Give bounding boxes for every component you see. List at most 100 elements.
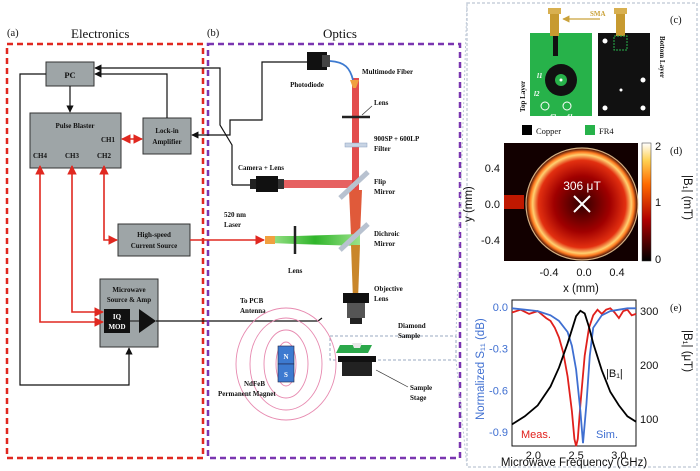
red-beam-camera [282,180,356,188]
electronics-frame [5,42,205,460]
magnet-s-label: S [284,371,288,379]
objective-label-1: Objective [374,285,403,293]
y-left-tick-3: -0.9 [489,427,508,439]
s11-plot-area [511,299,637,447]
pcb-label-1: To PCB [240,297,264,305]
iq-label-2: MOD [108,323,125,331]
pc-box [45,61,95,87]
series-line-1 [511,307,636,444]
panel-d-letter: (d) [670,146,683,157]
iq-mod-box [104,309,130,333]
flip-label-1: Flip [374,178,386,186]
photodiode-label: Photodiode [290,81,324,89]
panel-b-title: Optics [323,26,357,41]
sample-stage [338,356,376,362]
series-layer [511,307,637,447]
map-ytick-2: 0.0 [485,199,500,211]
chart-ylabel-right: |B₁| (μT) [681,330,693,372]
red-beam-lower [349,190,362,236]
objective-lens [343,293,369,324]
map-ytick-1: 0.4 [485,163,500,175]
y-left-tick-1: -0.3 [489,344,508,356]
filter [344,142,368,148]
x-tick-2: 3.0 [611,450,626,462]
lockin-box [142,117,192,155]
panel-e-letter: (e) [670,303,682,314]
chart-ylabel-left: Normalized S₁₁ (dB) [475,318,487,420]
panel-electronics: (a) Electronics PC Pulse Blaster CH4 CH3… [5,26,323,460]
y-left-tick-0: 0.0 [493,302,508,314]
pcb-label-2: Antenna [240,307,266,315]
sma-label: SMA [590,10,606,18]
pulse-blaster-box [29,112,122,169]
marker-d2: d2 [549,113,557,121]
camera-label: Camera + Lens [238,164,284,172]
sim-annotation: Sim. [596,429,618,441]
green-beam [270,234,360,246]
magnet-n-label: N [283,353,288,361]
magnet-label-2: Permanent Magnet [218,390,276,398]
amplifier-triangle [139,309,156,333]
filter-label-2: Filter [374,145,391,153]
magnet-label-1: NdFeB [244,380,265,388]
diamond-label-2: Sample [398,332,420,340]
colorbar [641,142,652,262]
fiber-cable [329,60,354,81]
diamond-label-1: Diamond [398,322,426,330]
top-layer-label: Top Layer [519,81,527,112]
sample-zoom-box [329,335,457,361]
diamond-sample [336,345,372,353]
optics-frame [206,42,462,460]
lockin-label-1: Lock-in [155,127,178,135]
fiber-label: Multimode Fiber [362,68,413,76]
stage-label-1: Sample [410,384,432,392]
panel-optics: (b) Optics Photodiode Multimode Fiber Le… [94,26,462,460]
map-xtick-3: 0.4 [609,267,624,279]
panel-c-letter: (c) [670,15,682,26]
colorbar-tick-1: 1 [655,197,661,209]
map-ylabel: y (mm) [463,186,475,222]
colorbar-tick-0: 0 [655,254,661,266]
ch2-label: CH2 [97,152,112,160]
b1-annotation: |B₁| [606,368,623,380]
panel-a-letter: (a) [7,28,19,39]
meas-annotation: Meas. [521,429,551,441]
magnet-south [277,363,295,383]
y-right-tick-2: 100 [640,414,658,426]
legend-copper-swatch [522,125,532,135]
bottom-layer-board [598,33,650,116]
laser-label-2: Laser [224,221,241,229]
dichroic-mirror [338,222,370,252]
panel-pcb: (c) l1 l2 d2 d1 SMA Top Layer Bottom Lay… [519,8,682,136]
map-xtick-1: -0.4 [540,267,559,279]
panel-field-map: (d) 306 μT 2 1 0 |B₁| (mT) -0.4 0.0 0.4 … [463,141,693,295]
map-xtick-2: 0.0 [576,267,591,279]
field-annotation: 306 μT [563,179,601,193]
series-line-0 [511,307,637,447]
series-line-2 [511,309,637,426]
current-source-label-1: High-speed [137,231,171,239]
flip-label-2: Mirror [374,188,395,196]
field-lines [235,307,337,421]
objective-label-2: Lens [374,295,389,303]
y-left-tick-2: -0.6 [489,385,508,397]
zoom-lines [455,2,468,468]
ch4-label: CH4 [33,152,48,160]
chart-xlabel: Microwave Frequency (GHz) [501,457,648,469]
legend-fr4-label: FR4 [599,126,614,136]
right-panel-frame [466,2,698,468]
marker-l2: l2 [534,90,540,98]
dichroic-label-2: Mirror [374,240,395,248]
filter-label-1: 900SP + 600LP [374,135,420,143]
legend-copper-label: Copper [536,126,561,136]
x-tick-1: 2.5 [568,450,583,462]
sma-connector [550,10,559,36]
y-right-tick-0: 300 [640,306,658,318]
panel-b-letter: (b) [207,28,220,39]
laser-lens-label: Lens [288,267,303,275]
current-source-box [117,223,191,257]
map-ytick-3: -0.4 [481,235,500,247]
red-wires [35,134,143,327]
